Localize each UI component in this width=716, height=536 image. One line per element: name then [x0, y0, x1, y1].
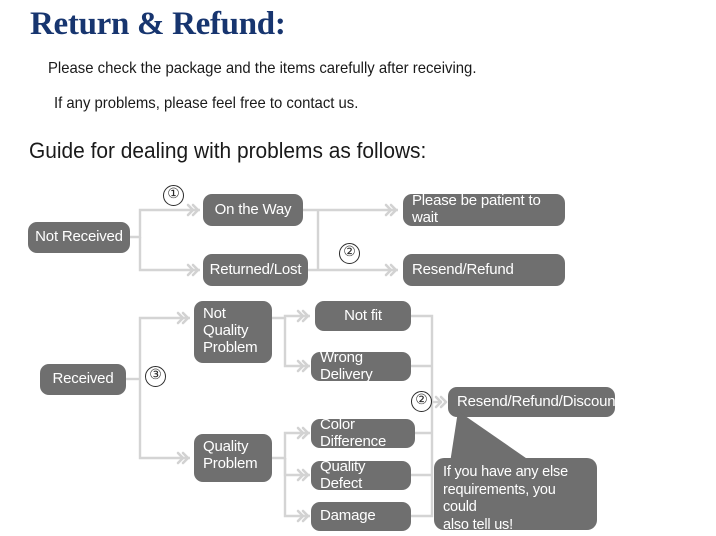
step-marker-2-bottom: ②: [411, 391, 432, 412]
page-title: Return & Refund:: [30, 6, 286, 42]
node-wrong-delivery[interactable]: Wrong Delivery: [311, 349, 411, 382]
intro-line-1: Please check the package and the items c…: [48, 60, 477, 77]
node-not-fit[interactable]: Not fit: [315, 301, 411, 331]
step-marker-3: ③: [145, 366, 166, 387]
node-color-difference[interactable]: Color Difference: [311, 416, 415, 449]
callout-bubble: If you have any else requirements, you c…: [434, 458, 597, 533]
node-resend-refund[interactable]: Resend/Refund: [403, 254, 565, 286]
node-returned-lost[interactable]: Returned/Lost: [203, 254, 308, 286]
callout-line-2: requirements, you could: [443, 481, 556, 516]
node-not-quality-problem[interactable]: Not Quality Problem: [194, 301, 272, 363]
node-quality-defect[interactable]: Quality Defect: [311, 458, 411, 491]
node-on-the-way[interactable]: On the Way: [203, 194, 303, 226]
node-not-received[interactable]: Not Received: [28, 222, 130, 253]
step-marker-1: ①: [163, 185, 184, 206]
guide-heading: Guide for dealing with problems as follo…: [29, 138, 427, 163]
callout-line-3: also tell us!: [443, 517, 513, 534]
node-damage[interactable]: Damage: [311, 502, 411, 531]
node-resend-refund-discount[interactable]: Resend/Refund/Discount: [448, 387, 620, 417]
node-quality-problem[interactable]: Quality Problem: [194, 434, 272, 482]
node-received[interactable]: Received: [40, 364, 126, 395]
node-please-be-patient-to-wait[interactable]: Please be patient to wait: [403, 192, 565, 226]
callout-line-1: If you have any else: [443, 464, 568, 480]
step-marker-2-top: ②: [339, 243, 360, 264]
intro-line-2: If any problems, please feel free to con…: [54, 95, 359, 112]
